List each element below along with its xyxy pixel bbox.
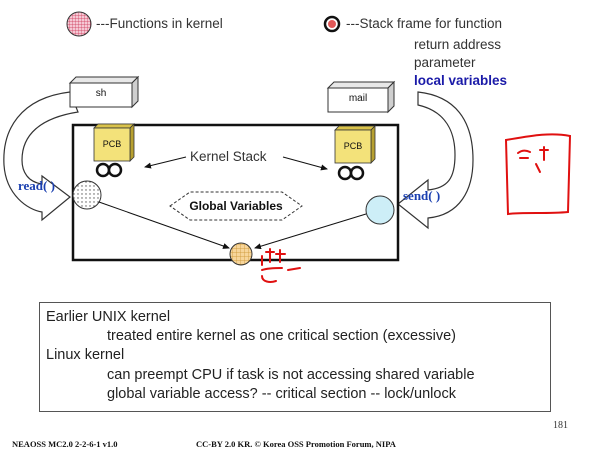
global-variables-shape (169, 191, 303, 221)
copyright-icon: © (254, 439, 261, 449)
process-label-mail: mail (348, 93, 368, 104)
pcb-right (334, 125, 376, 164)
notes-line-4: can preempt CPU if task is not accessing… (107, 367, 475, 383)
sh-process-box (68, 75, 140, 109)
footer-license: CC-BY 2.0 KR. © Korea OSS Promotion Foru… (196, 439, 396, 449)
legend-kernel-function: ---Functions in kernel (96, 16, 223, 31)
notes-line-3: Linux kernel (46, 347, 125, 363)
notes-line-1: Earlier UNIX kernel (46, 309, 171, 325)
stack-frame-left-icon (95, 162, 123, 178)
kernel-stack-label: Kernel Stack (190, 149, 267, 164)
read-function-icon (72, 180, 102, 210)
global-variables-label: Global Variables (189, 199, 283, 213)
send-syscall-label: send( ) (403, 188, 441, 203)
stack-item-parameter: parameter (414, 55, 476, 70)
read-syscall-label: read( ) (18, 178, 55, 193)
read-to-global-line (98, 201, 230, 249)
stack-frame-right-icon (337, 165, 365, 181)
pcb-label-right: PCB (343, 141, 363, 151)
kernel-stack-arrow-left (144, 156, 187, 169)
process-label-sh: sh (95, 88, 107, 99)
stack-item-local-variables: local variables (414, 73, 508, 88)
mail-process-box (326, 80, 396, 114)
footer-course-code: NEAOSS MC2.0 2-2-6-1 v1.0 (12, 439, 118, 449)
kernel-stack-arrow-right (282, 156, 328, 171)
stack-frame-legend-icon (323, 15, 341, 33)
page-number: 181 (553, 420, 568, 431)
handwritten-box-icon (504, 133, 572, 216)
stack-item-return-address: return address (414, 37, 502, 52)
kernel-function-legend-icon (66, 11, 92, 37)
legend-stack-frame: ---Stack frame for function (346, 16, 503, 31)
handwritten-note-icon (261, 248, 301, 283)
pcb-left (93, 123, 135, 162)
footer-license-text: CC-BY 2.0 KR. (196, 439, 253, 449)
notes-box: Earlier UNIX kernel treated entire kerne… (39, 302, 551, 412)
pcb-label-left: PCB (102, 139, 122, 149)
send-to-global-line (254, 213, 367, 250)
notes-line-5: global variable access? -- critical sect… (107, 386, 456, 402)
read-arrow-icon (3, 91, 79, 222)
footer-organization: Korea OSS Promotion Forum, NIPA (262, 439, 396, 449)
send-function-icon (365, 195, 395, 225)
global-variable-icon (229, 242, 253, 266)
notes-line-2: treated entire kernel as one critical se… (107, 328, 456, 344)
send-arrow-icon (397, 91, 474, 230)
